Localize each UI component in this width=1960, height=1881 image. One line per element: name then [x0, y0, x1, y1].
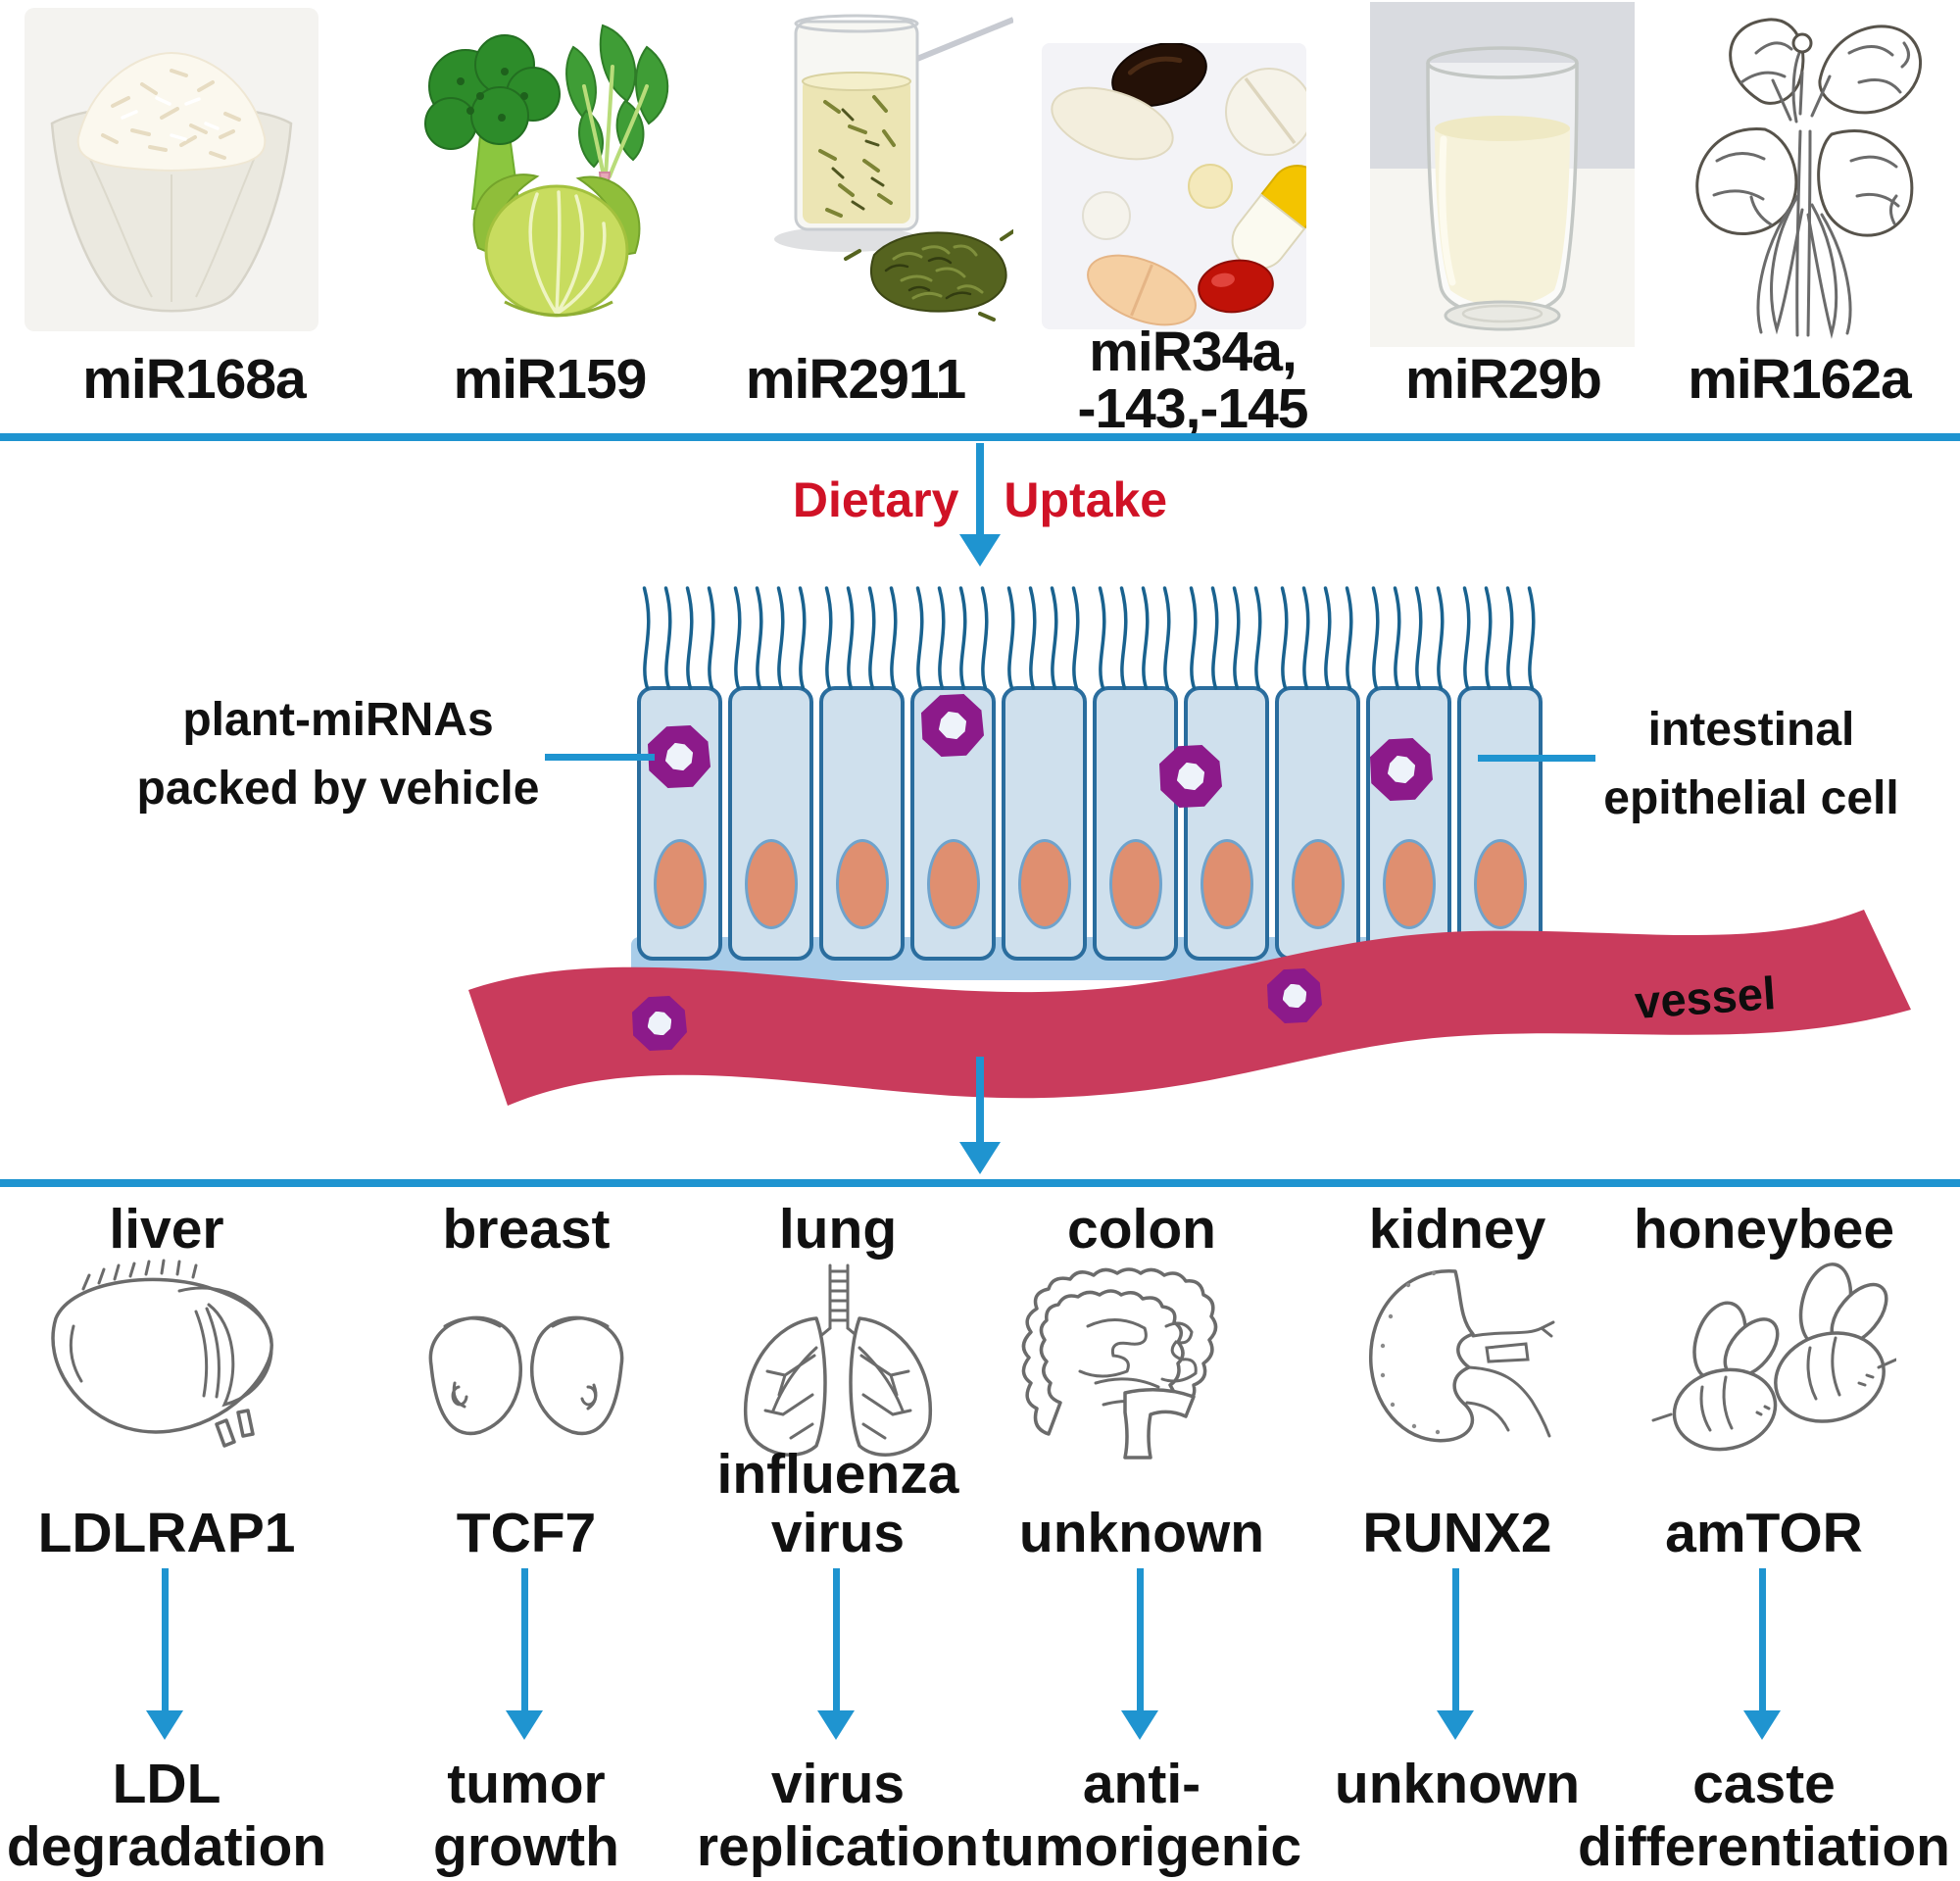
effect-label: anti-tumorigenic — [981, 1753, 1302, 1878]
mirna-label-vegetables: miR159 — [453, 348, 648, 411]
down-arrow — [1743, 1568, 1781, 1740]
cell-nucleus — [926, 839, 980, 929]
uptake-down-arrow — [959, 443, 1001, 567]
mirna-vesicle-in-vessel — [1267, 968, 1322, 1023]
vegetables-image — [424, 24, 669, 318]
breast-sketch — [428, 1315, 624, 1436]
intestinal-cell-label: intestinal epithelial cell — [1603, 704, 1899, 824]
target-gene-label: unknown — [1018, 1502, 1265, 1564]
cell-nucleus — [1291, 839, 1345, 929]
circulation-down-arrow — [959, 1057, 1001, 1174]
mirna-label-rice: miR168a — [82, 348, 307, 411]
mirna-vesicle-in-vessel — [632, 996, 687, 1051]
milk-photo — [1370, 2, 1635, 352]
cell-nucleus — [1108, 839, 1162, 929]
down-arrow — [1121, 1568, 1158, 1740]
pills-photo — [1042, 42, 1326, 334]
honeybee-sketch — [1651, 1262, 1896, 1452]
left-pointer-line — [545, 754, 655, 761]
mirna-vesicle — [921, 694, 984, 757]
kidney-sketch — [1369, 1269, 1555, 1443]
down-arrow — [817, 1568, 855, 1740]
cell-nucleus — [1017, 839, 1071, 929]
organ-label: breast — [442, 1198, 611, 1261]
target-gene-label: amTOR — [1665, 1502, 1863, 1564]
epithelial-cell — [819, 686, 905, 961]
mirna-label-pills: miR34a,-143,-145 — [1077, 321, 1308, 440]
target-gene-label: RUNX2 — [1362, 1502, 1552, 1564]
flower-photo — [1663, 4, 1926, 344]
mirna-vesicle — [1159, 745, 1222, 808]
lung-sketch — [743, 1263, 933, 1457]
right-pointer-line — [1478, 755, 1595, 762]
cell-nucleus — [1473, 839, 1527, 929]
epithelial-cell — [728, 686, 813, 961]
cell-nucleus — [835, 839, 889, 929]
cell-nucleus — [653, 839, 707, 929]
mirna-vesicle — [648, 725, 710, 788]
epithelial-cell — [1275, 686, 1360, 961]
vegetables-photo — [412, 8, 688, 330]
cell-nucleus — [744, 839, 798, 929]
cilia-layer — [642, 586, 1536, 690]
down-arrow — [1437, 1568, 1474, 1740]
top-divider-line — [0, 433, 1960, 441]
green-tea-photo — [727, 4, 1015, 332]
organ-label: lung — [778, 1198, 898, 1261]
organ-label: liver — [109, 1198, 224, 1261]
cell-nucleus — [1200, 839, 1253, 929]
mirna-label-tea: miR2911 — [745, 348, 966, 411]
dietary-word: Dietary — [792, 472, 959, 527]
epithelial-cell — [1184, 686, 1269, 961]
plant-mirna-label: plant-miRNAs packed by vehicle — [136, 694, 540, 815]
green-tea-image — [774, 14, 1015, 322]
mirna-label-flower: miR162a — [1688, 348, 1912, 411]
target-gene-label: TCF7 — [456, 1502, 597, 1564]
mirna-vesicle — [1370, 738, 1433, 801]
column-kidney: kidney RUNX2 unknown — [1242, 1191, 1673, 1879]
down-arrow — [506, 1568, 543, 1740]
flower-sketch-image — [1695, 18, 1923, 339]
liver-sketch — [51, 1259, 273, 1448]
bottom-divider-line — [0, 1179, 1960, 1187]
organ-label: honeybee — [1633, 1198, 1895, 1261]
colon-sketch — [1021, 1267, 1218, 1460]
mirna-label-milk: miR29b — [1405, 348, 1602, 411]
uptake-word: Uptake — [1004, 472, 1168, 527]
milk-glass-image — [1370, 2, 1635, 347]
rice-bowl-photo — [24, 8, 318, 338]
blood-vessel — [468, 910, 1911, 1106]
pills-image — [1042, 42, 1326, 329]
rice-bowl-image — [24, 8, 318, 331]
organ-label: kidney — [1368, 1198, 1546, 1261]
epithelial-cell — [1002, 686, 1087, 961]
down-arrow — [146, 1568, 183, 1740]
cell-nucleus — [1382, 839, 1436, 929]
effect-label: unknown — [1334, 1753, 1581, 1815]
column-colon: colon unknown anti-tumorigenic — [926, 1191, 1357, 1879]
dietary-uptake-label: Dietary Uptake — [686, 472, 1274, 527]
epithelial-cell — [1093, 686, 1178, 961]
organ-label: colon — [1067, 1198, 1216, 1261]
target-gene-label: LDLRAP1 — [37, 1502, 296, 1564]
column-honeybee: honeybee amTOR — [1548, 1191, 1960, 1879]
